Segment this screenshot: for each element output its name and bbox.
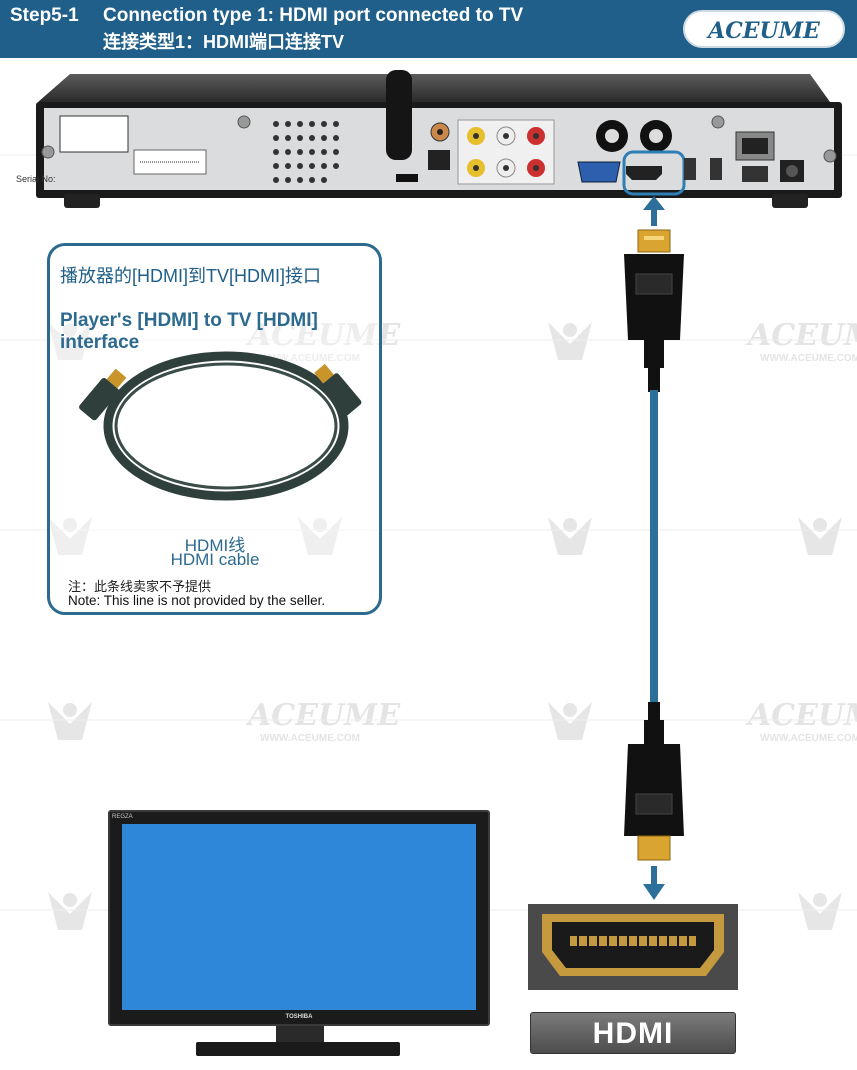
player-back-panel	[36, 70, 842, 208]
cable-label-cn: HDMI线	[184, 536, 246, 555]
watermark-brand: ACEUME	[748, 698, 857, 733]
watermark: ACEUME WWW.ACEUME.COM	[748, 318, 857, 364]
watermark-site: WWW.ACEUME.COM	[260, 353, 360, 364]
tv-brand-label: TOSHIBA	[285, 1014, 313, 1020]
cable-label-en: HDMI cable	[170, 550, 260, 569]
watermark-site: WWW.ACEUME.COM	[760, 733, 857, 744]
info-title-en: Player's [HDMI] to TV [HDMI] interface	[60, 310, 318, 353]
tv-stand-neck	[276, 1026, 324, 1044]
tv-model-label: REGZA	[112, 814, 133, 820]
arrow-down-icon	[643, 866, 665, 900]
step-label: Step5-1	[10, 5, 79, 26]
watermark-site: WWW.ACEUME.COM	[760, 353, 857, 364]
watermark-site: WWW.ACEUME.COM	[260, 733, 360, 744]
watermark-brand: ACEUME	[248, 318, 401, 353]
page-title-en: Connection type 1: HDMI port connected t…	[103, 5, 524, 26]
hdmi-port-badge: HDMI	[530, 1012, 736, 1054]
tv-screen	[122, 824, 476, 1010]
header-bar: Step5-1 Connection type 1: HDMI port con…	[0, 0, 857, 58]
watermark: ACEUME WWW.ACEUME.COM	[248, 318, 400, 364]
page-title-cn: 连接类型1：HDMI端口连接TV	[103, 32, 345, 52]
watermark: ACEUME WWW.ACEUME.COM	[748, 698, 857, 744]
watermark-brand: ACEUME	[248, 698, 401, 733]
hdmi-cable-diagram	[624, 196, 684, 900]
hdmi-port-closeup	[528, 904, 738, 990]
note-cn: 注：此条线卖家不予提供	[68, 579, 212, 594]
info-box: 播放器的[HDMI]到TV[HDMI]接口 Player's [HDMI] to…	[47, 243, 382, 615]
serial-number-label: Serial No:	[16, 174, 56, 184]
arrow-up-icon	[643, 196, 665, 226]
brand-logo-text: ACEUME	[708, 18, 820, 44]
tv-stand-base	[196, 1042, 400, 1056]
hdmi-badge-label: HDMI	[592, 1017, 674, 1050]
watermark: ACEUME WWW.ACEUME.COM	[248, 698, 400, 744]
hdmi-cable-icon	[79, 351, 362, 501]
info-title-cn: 播放器的[HDMI]到TV[HDMI]接口	[60, 266, 321, 286]
watermark-brand: ACEUME	[748, 318, 857, 353]
brand-logo: ACEUME	[683, 10, 845, 48]
note-en: Note: This line is not provided by the s…	[68, 593, 326, 608]
tv: REGZA TOSHIBA	[108, 810, 490, 1026]
